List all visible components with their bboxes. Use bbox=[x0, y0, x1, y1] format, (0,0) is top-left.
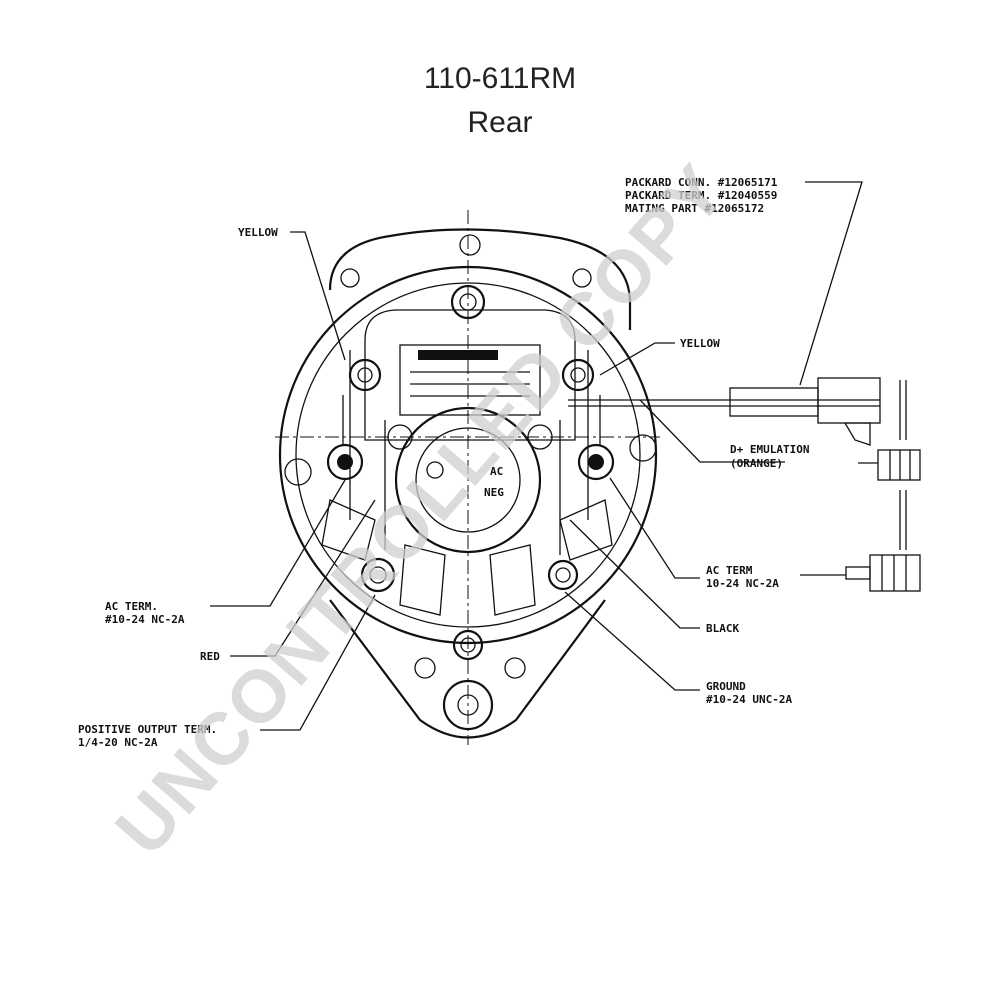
label-ground: GROUND bbox=[706, 680, 746, 693]
packard-connector bbox=[729, 377, 881, 446]
cooling-vents bbox=[321, 499, 613, 616]
uncontrolled-copy-watermark: UNCONTROLLED COPY bbox=[99, 148, 742, 870]
part-number-title: 110-611RM bbox=[423, 62, 577, 95]
label-yellow-top: YELLOW bbox=[238, 226, 278, 239]
regulator-dial: AC NEG bbox=[394, 406, 542, 554]
ac-stud bbox=[845, 490, 921, 592]
label-black: BLACK bbox=[706, 622, 739, 635]
ac-terminal-left bbox=[326, 443, 364, 481]
leader-lines bbox=[210, 181, 878, 731]
bolt-top bbox=[450, 284, 486, 320]
centerlines bbox=[275, 210, 660, 745]
bolt-bottom bbox=[452, 629, 484, 661]
bolts bbox=[284, 284, 657, 731]
ground-terminal bbox=[547, 559, 579, 591]
label-mating-part: MATING PART #12065172 bbox=[625, 202, 764, 215]
bolt-mid-left bbox=[387, 424, 413, 450]
label-positive-output: POSITIVE OUTPUT TERM. bbox=[78, 723, 217, 736]
wires bbox=[342, 395, 880, 555]
d-plus-stud bbox=[877, 380, 921, 481]
label-packard-term: PACKARD TERM. #12040559 bbox=[625, 189, 777, 202]
bolt-far-left bbox=[284, 458, 312, 486]
alternator-housing bbox=[278, 228, 658, 739]
label-ground-spec: #10-24 UNC-2A bbox=[706, 693, 792, 706]
ac-mark: AC bbox=[490, 465, 503, 478]
bolt-bottom-right bbox=[504, 657, 526, 679]
mounting-ear bbox=[442, 679, 494, 731]
logo-plate bbox=[418, 350, 498, 360]
label-packard-conn: PACKARD CONN. #12065171 bbox=[625, 176, 778, 189]
label-red: RED bbox=[200, 650, 220, 663]
bolt-upper-right bbox=[561, 358, 595, 392]
label-ac-term-left: AC TERM. bbox=[105, 600, 158, 613]
bolt-upper-left bbox=[348, 358, 382, 392]
view-subtitle: Rear bbox=[467, 106, 533, 139]
label-yellow-right: YELLOW bbox=[680, 337, 720, 350]
labels: YELLOW PACKARD CONN. #12065171 PACKARD T… bbox=[78, 176, 809, 749]
ac-terminal-right bbox=[577, 443, 615, 481]
positive-terminal bbox=[360, 557, 396, 593]
bolt-far-right bbox=[629, 434, 657, 462]
label-ac-term-right-spec: 10-24 NC-2A bbox=[706, 577, 779, 590]
label-d-emulation: D+ EMULATION bbox=[730, 443, 809, 456]
bolt-mid-right bbox=[527, 424, 553, 450]
neg-mark: NEG bbox=[484, 486, 504, 499]
label-d-emulation-color: (ORANGE) bbox=[730, 457, 783, 470]
label-ac-term-left-spec: #10-24 NC-2A bbox=[105, 613, 185, 626]
label-ac-term-right: AC TERM bbox=[706, 564, 753, 577]
label-positive-output-spec: 1/4-20 NC-2A bbox=[78, 736, 158, 749]
bolt-bottom-left bbox=[414, 657, 436, 679]
